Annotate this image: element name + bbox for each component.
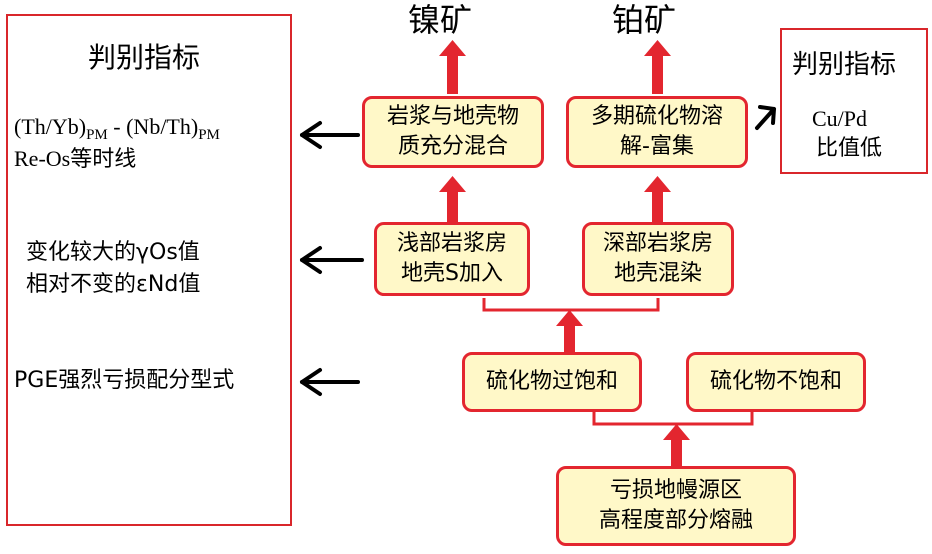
arrow-shallow-to-mixing-head [439, 176, 466, 192]
node-text-line: 亏损地幔源区 [609, 478, 742, 504]
node-text-line: 解-富集 [620, 134, 694, 159]
platinum-ore-label: 铂矿 [612, 1, 677, 39]
indicator-pge-pattern: PGE强烈亏损配分型式 [14, 370, 234, 392]
node-sulfide-undersaturated: 硫化物不饱和 [686, 352, 866, 412]
arrow-to-platinum-head [644, 40, 671, 56]
node-text-line: 质充分混合 [397, 134, 508, 159]
nickel-ore-label: 镍矿 [408, 1, 473, 39]
arrow-deep-to-dissolution [652, 186, 663, 222]
indicator-re-os-isochron: Re-Os等时线 [14, 148, 136, 170]
arrow-source-to-sulfide-head [663, 424, 690, 440]
node-text-line: 高程度部分熔融 [598, 508, 753, 533]
right-indicator-panel: 判别指标 Cu/Pd 比值低 [780, 28, 928, 174]
indicator-gamma-os: 变化较大的γOs值 [26, 242, 200, 264]
node-text-line: 多期硫化物溶 [590, 104, 723, 130]
node-text-line: 浅部岩浆房 [396, 231, 507, 257]
arrow-to-platinum [652, 50, 663, 94]
node-text-line: 深部岩浆房 [602, 231, 713, 257]
indicator-text: (Th/Yb) [14, 114, 87, 139]
bracket-sulfide [592, 412, 754, 426]
subscript-text: PM [86, 127, 108, 143]
node-text-line: 岩浆与地壳物 [386, 104, 519, 130]
arrow-saturated-to-chambers [564, 322, 575, 352]
arrow-to-left-indicators-2 [300, 246, 364, 274]
right-panel-title: 判别指标 [792, 50, 897, 80]
indicator-text: PGE强烈亏损配分型式 [14, 368, 235, 393]
node-magma-crust-mixing: 岩浆与地壳物质充分混合 [362, 96, 544, 168]
indicator-ratio-low: 比值低 [816, 136, 883, 161]
arrow-to-nickel [447, 50, 458, 94]
node-shallow-magma-chamber: 浅部岩浆房地壳S加入 [374, 222, 530, 296]
node-deep-magma-chamber: 深部岩浆房地壳混染 [582, 222, 734, 296]
left-panel-title: 判别指标 [88, 41, 201, 74]
indicator-cu-pd: Cu/Pd [812, 106, 868, 131]
arrow-source-to-sulfide [671, 436, 682, 466]
arrow-saturated-to-chambers-head [556, 310, 583, 326]
node-sulfide-oversaturated: 硫化物过饱和 [462, 352, 642, 412]
node-depleted-mantle-source: 亏损地幔源区高程度部分熔融 [556, 466, 796, 546]
node-text-line: 地壳混染 [613, 261, 702, 286]
indicator-text: 相对不变的εNd值 [26, 272, 201, 297]
node-text-line: 地壳S加入 [401, 261, 503, 286]
arrow-shallow-to-mixing [447, 186, 458, 222]
left-indicator-panel: 判别指标 (Th/Yb)PM - (Nb/Th)PM Re-Os等时线 变化较大… [6, 14, 292, 526]
node-multi-sulfide-dissolution: 多期硫化物溶解-富集 [566, 96, 748, 168]
arrow-deep-to-dissolution-head [644, 176, 671, 192]
arrow-to-right-indicators [755, 105, 776, 130]
arrow-to-nickel-head [439, 40, 466, 56]
indicator-text: 变化较大的γOs值 [26, 240, 200, 265]
bracket-chambers [482, 298, 660, 312]
indicator-text: - (Nb/Th) [107, 114, 199, 139]
node-text-line: 硫化物不饱和 [709, 369, 842, 395]
subscript-text: PM [198, 127, 220, 143]
arrow-to-left-indicators-3 [300, 368, 360, 396]
node-text-line: 硫化物过饱和 [485, 369, 618, 395]
indicator-text: Re-Os等时线 [14, 146, 137, 171]
arrow-to-left-indicators-1 [300, 121, 360, 149]
indicator-epsilon-nd: 相对不变的εNd值 [26, 274, 200, 296]
indicator-th-yb-nb-th: (Th/Yb)PM - (Nb/Th)PM [14, 116, 220, 143]
